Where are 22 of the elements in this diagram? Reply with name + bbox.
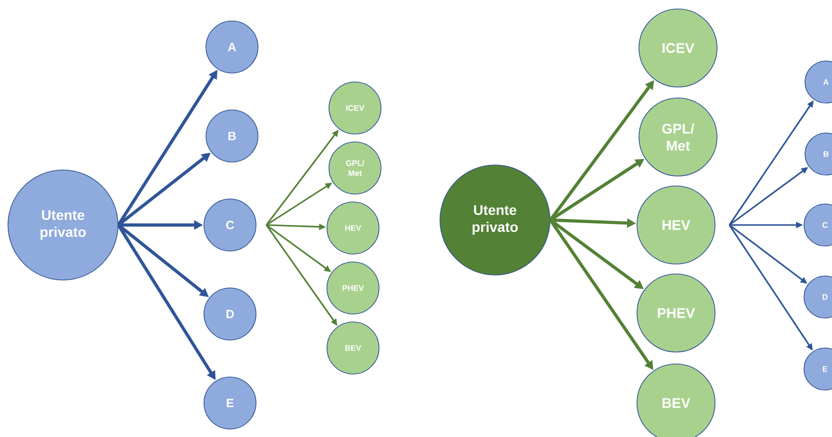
circle-node: C <box>204 198 256 252</box>
circle-node: B <box>804 132 832 176</box>
circle-node: GPL/ Met <box>638 98 718 176</box>
circle-node: ICEV <box>328 82 382 134</box>
circle-node: Utente privato <box>440 164 550 276</box>
circle-node: GPL/ Met <box>328 142 382 194</box>
circle-node: Utente privato <box>8 170 118 280</box>
circle-node: E <box>804 348 832 390</box>
circle-node: PHEV <box>636 274 716 352</box>
circle-node: BEV <box>326 322 380 374</box>
circle-node: HEV <box>326 202 380 254</box>
circle-node: E <box>204 376 256 430</box>
circle-node: A <box>206 20 258 74</box>
circle-node: BEV <box>636 364 716 437</box>
circle-node: ICEV <box>638 8 718 88</box>
circle-node: B <box>206 110 258 162</box>
circle-node: PHEV <box>326 262 380 314</box>
circle-node: A <box>804 60 832 104</box>
circle-node: HEV <box>636 186 716 264</box>
circle-node: D <box>804 276 832 318</box>
circle-node: C <box>804 204 832 246</box>
circle-node: D <box>204 288 256 340</box>
